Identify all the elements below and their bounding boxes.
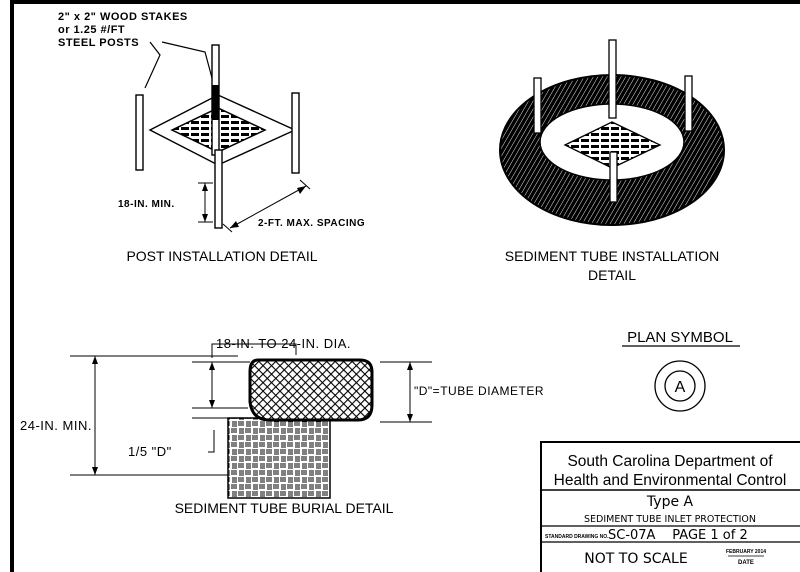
stake-front: [214, 149, 223, 229]
plan-symbol-title: PLAN SYMBOL: [627, 329, 733, 346]
title-block: South Carolina Department of Health and …: [540, 441, 800, 572]
sediment-tube-section: [248, 358, 374, 422]
post-detail-caption: POST INSTALLATION DETAIL: [126, 248, 317, 264]
min-depth-note: 24-IN. MIN.: [20, 418, 92, 433]
tube-post-front: [609, 151, 618, 203]
depth-note: 18-IN. MIN.: [118, 199, 175, 210]
stake-note-line2: or 1.25 #/FT: [58, 24, 125, 36]
standard-drawing-label: STANDARD DRAWING NO.: [545, 534, 609, 540]
stake-note-line3: STEEL POSTS: [58, 37, 139, 49]
tube-post-left: [533, 77, 542, 134]
plan-symbol-letter: A: [675, 379, 686, 396]
drawing-date: FEBRUARY 2014: [726, 549, 766, 555]
stake-back-shadow: [212, 85, 219, 120]
dia-note: 18-IN. TO 24-IN. DIA.: [216, 336, 351, 351]
plan-symbol-inner-circle: [664, 370, 696, 402]
spacing-note: 2-FT. MAX. SPACING: [258, 218, 365, 229]
stake-leader-left: [144, 41, 161, 89]
tube-detail-caption-line2: DETAIL: [588, 267, 636, 283]
agency-line2: Health and Environmental Control: [554, 472, 787, 489]
sediment-tube-installation-detail: SEDIMENT TUBE INSTALLATION DETAIL: [499, 39, 725, 283]
plan-symbol: PLAN SYMBOL A: [622, 329, 740, 412]
agency-line1: South Carolina Department of: [567, 453, 773, 470]
stake-right: [291, 92, 300, 174]
stake-leader-right: [161, 41, 213, 79]
drawing-title: SEDIMENT TUBE INLET PROTECTION: [584, 514, 756, 525]
stake-note-line1: 2" x 2" WOOD STAKES: [58, 11, 188, 23]
tube-post-back: [608, 39, 617, 119]
sediment-tube-burial-detail: 18-IN. TO 24-IN. DIA. "D"=TUBE DIAMETER …: [20, 336, 544, 516]
drawing-type: Type A: [646, 494, 694, 510]
tube-diameter-note: "D"=TUBE DIAMETER: [414, 384, 544, 398]
drawing-number: SC-07A: [608, 528, 656, 543]
scale-note: NOT TO SCALE: [584, 551, 687, 567]
date-label: DATE: [738, 560, 754, 566]
burial-detail-caption: SEDIMENT TUBE BURIAL DETAIL: [175, 500, 394, 516]
tube-detail-caption-line1: SEDIMENT TUBE INSTALLATION: [505, 248, 719, 264]
tube-grate: [563, 121, 662, 169]
tube-post-right: [684, 75, 693, 132]
page-number: PAGE 1 of 2: [672, 528, 747, 543]
burial-depth-note: 1/5 "D": [128, 444, 172, 459]
stake-left: [135, 94, 144, 171]
post-installation-detail: 2" x 2" WOOD STAKES or 1.25 #/FT STEEL P…: [58, 11, 365, 264]
title-block-frame: [540, 441, 800, 572]
